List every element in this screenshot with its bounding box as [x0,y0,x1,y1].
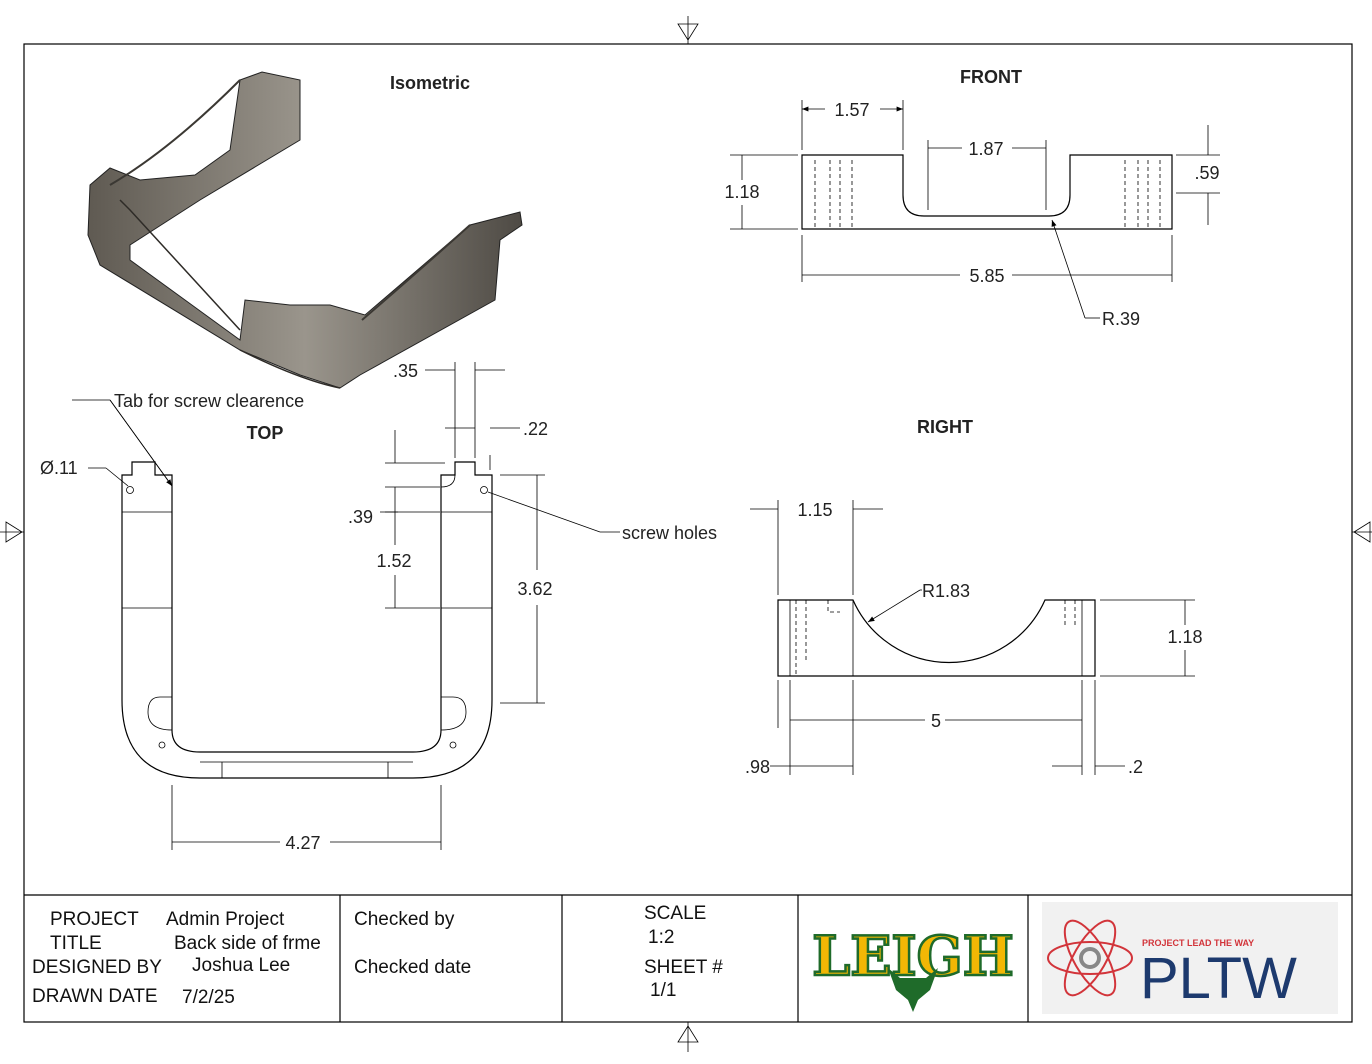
screw-hole-icons [126,486,488,749]
project-value: Admin Project [166,909,285,930]
scale-value: 1:2 [648,927,674,948]
sheet-label: SHEET # [644,957,723,978]
title-value: Back side of frme [174,933,321,954]
dim-top-22: .22 [523,419,548,439]
dim-right-1-18: 1.18 [1167,627,1202,647]
drawn-date-label: DRAWN DATE [32,986,158,1007]
title-block: PROJECT Admin Project TITLE Back side of… [24,894,1352,1022]
center-markers [0,16,1372,1052]
note-tab-clearance: Tab for screw clearence [114,391,304,411]
isometric-view: Isometric [87,71,523,389]
dim-top-4-27: 4.27 [285,833,320,853]
right-label: RIGHT [917,417,973,437]
dim-right-r1-83: R1.83 [922,581,970,601]
bull-icon [888,968,938,1012]
designed-by-value: Joshua Lee [192,955,290,976]
dim-front-1-87: 1.87 [968,139,1003,159]
note-screw-holes: screw holes [622,523,717,543]
pltw-logo: PROJECT LEAD THE WAY PLTW [1042,902,1338,1014]
checked-by-label: Checked by [354,909,455,930]
pltw-tagline: PROJECT LEAD THE WAY [1142,938,1254,948]
dim-top-35: .35 [393,361,418,381]
designed-by-label: DESIGNED BY [32,957,162,978]
sheet-value: 1/1 [650,980,676,1001]
top-label: TOP [247,423,284,443]
project-label: PROJECT [50,909,139,930]
leigh-logo: LEIGH [811,923,1015,1012]
front-label: FRONT [960,67,1022,87]
dim-front-59: .59 [1194,163,1219,183]
dim-top-1-52: 1.52 [376,551,411,571]
right-view: RIGHT 1.15 R1.83 1.18 5 .98 .2 [745,417,1203,777]
title-label: TITLE [50,933,102,954]
top-view: TOP 4.27 3.62 1.52 .39 .35 .22 Ø.11 Tab … [40,361,717,853]
scale-label: SCALE [644,903,706,924]
dim-right-5: 5 [931,711,941,731]
dim-top-hole-dia: Ø.11 [40,458,78,478]
dim-front-r39: R.39 [1102,309,1140,329]
atom-icon [1047,919,1133,997]
dim-front-5-85: 5.85 [969,266,1004,286]
isometric-label: Isometric [390,73,470,93]
checked-date-label: Checked date [354,957,471,978]
dim-front-1-57: 1.57 [834,100,869,120]
dim-top-3-62: 3.62 [517,579,552,599]
dim-right-98: .98 [745,757,770,777]
dim-front-1-18: 1.18 [724,182,759,202]
dim-right-1-15: 1.15 [797,500,832,520]
dim-top-39: .39 [348,507,373,527]
dim-right-2: .2 [1128,757,1143,777]
drawn-date-value: 7/2/25 [182,987,235,1008]
front-view: FRONT 1.57 1.87 1.18 .59 5.85 R.39 [724,67,1220,329]
pltw-text: PLTW [1140,946,1297,1011]
